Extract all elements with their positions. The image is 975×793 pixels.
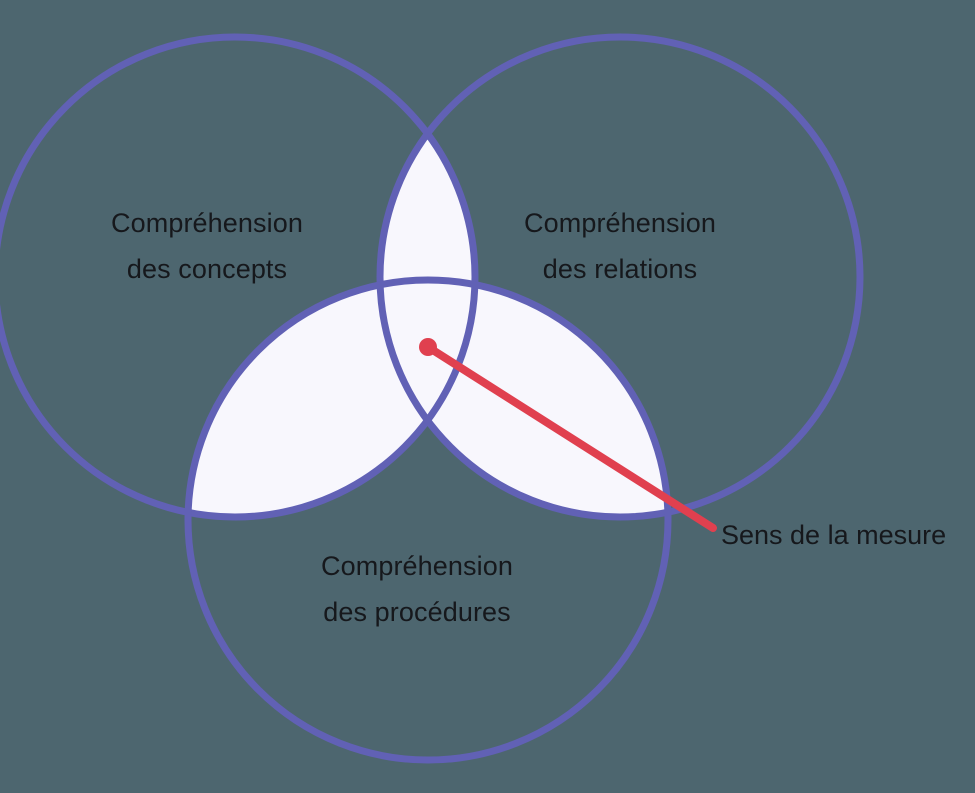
lens-ac (188, 280, 475, 517)
circle-outline-concepts (0, 33, 479, 521)
intersection-fills (188, 37, 668, 517)
lens-bc (380, 280, 668, 517)
callout-line (424, 343, 717, 532)
circle-outlines (0, 33, 864, 764)
callout-dot (419, 338, 437, 356)
circle-outline-relations (376, 33, 864, 521)
callout-label: Sens de la mesure (721, 520, 947, 550)
callout-leader (419, 338, 717, 532)
circle-outline-procedures (184, 276, 672, 764)
